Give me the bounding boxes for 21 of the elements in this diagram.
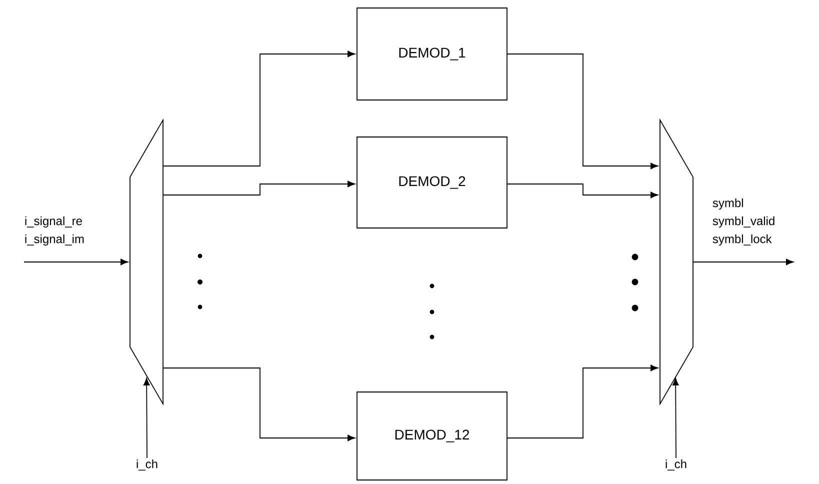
arrow	[693, 258, 794, 266]
arrow	[507, 54, 658, 170]
arrow	[507, 364, 658, 438]
arrow	[24, 258, 128, 266]
signal-label: i_signal_re	[25, 216, 82, 228]
arrow	[507, 184, 658, 198]
arrow	[672, 378, 679, 458]
arrow	[163, 368, 356, 442]
arrow	[143, 378, 150, 458]
signal-label: i_signal_im	[25, 234, 84, 246]
signal-label: i_ch	[136, 459, 158, 471]
demodulator-box: DEMOD_12	[356, 392, 508, 480]
demodulator-box: DEMOD_1	[356, 8, 508, 100]
signal-label: symbl_lock	[712, 234, 772, 246]
signal-label: symbl	[712, 198, 743, 210]
multiplexer-shape	[130, 118, 164, 406]
signal-label: symbl_valid	[712, 216, 774, 228]
arrow	[163, 50, 356, 166]
arrow	[163, 180, 356, 196]
demodulator-box: DEMOD_2	[356, 136, 508, 228]
signal-label: i_ch	[666, 459, 686, 471]
